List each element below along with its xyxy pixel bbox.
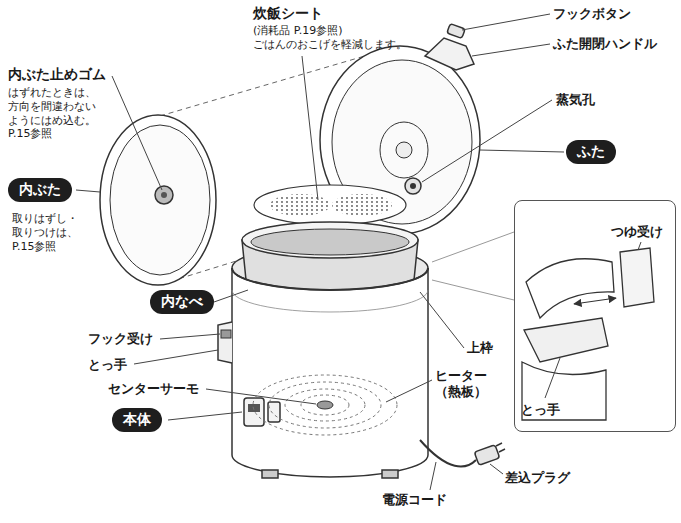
part-name: ふた xyxy=(577,143,605,161)
part-label: ふた開閉ハンドル xyxy=(553,36,657,52)
part-badge: 内なべ xyxy=(150,290,214,314)
note-text: 取りはずし・ 取りつけは、 P.15参照 xyxy=(12,212,92,253)
rice-sheet xyxy=(254,185,406,225)
inset-pointer xyxy=(432,232,514,300)
heater xyxy=(253,375,397,435)
center-thermo xyxy=(317,401,333,409)
part-label: 内ぶた止めゴム xyxy=(8,66,106,84)
note-text: (消耗品 P.19参照) xyxy=(253,24,343,38)
part-badge: ふた xyxy=(566,140,616,164)
part-label: 炊飯シート xyxy=(253,5,323,23)
leader-lines xyxy=(76,14,641,490)
power-cord xyxy=(420,440,505,467)
part-label: フックボタン xyxy=(553,6,631,22)
part-label: フック受け xyxy=(88,331,153,347)
note-text: ごはんのおこげを軽減します。 xyxy=(253,38,407,52)
part-badge: 本体 xyxy=(112,408,162,432)
inner-lid xyxy=(100,115,216,285)
part-name: 本体 xyxy=(123,411,151,429)
part-label: ヒーター （熱板） xyxy=(435,368,505,401)
part-name: 内ぶた xyxy=(19,181,61,199)
part-label: とっ手 xyxy=(88,357,127,373)
part-label: 上枠 xyxy=(467,340,493,356)
part-label: 蒸気孔 xyxy=(556,92,595,108)
note-text: はずれたときは、 方向を間違わない ようにはめ込む。 P.15参照 xyxy=(8,86,108,141)
inset-illustration xyxy=(522,248,654,420)
body xyxy=(218,268,428,478)
part-badge: 内ぶた xyxy=(8,178,72,202)
part-label: つゆ受け xyxy=(611,223,663,241)
part-label: 差込プラグ xyxy=(505,470,570,486)
part-name: 内なべ xyxy=(161,293,203,311)
detail-inset: つゆ受けとっ手 xyxy=(514,200,676,432)
part-label: 電源コード xyxy=(382,492,447,508)
part-label: とっ手 xyxy=(521,401,560,419)
part-label: センターサーモ xyxy=(108,381,199,397)
